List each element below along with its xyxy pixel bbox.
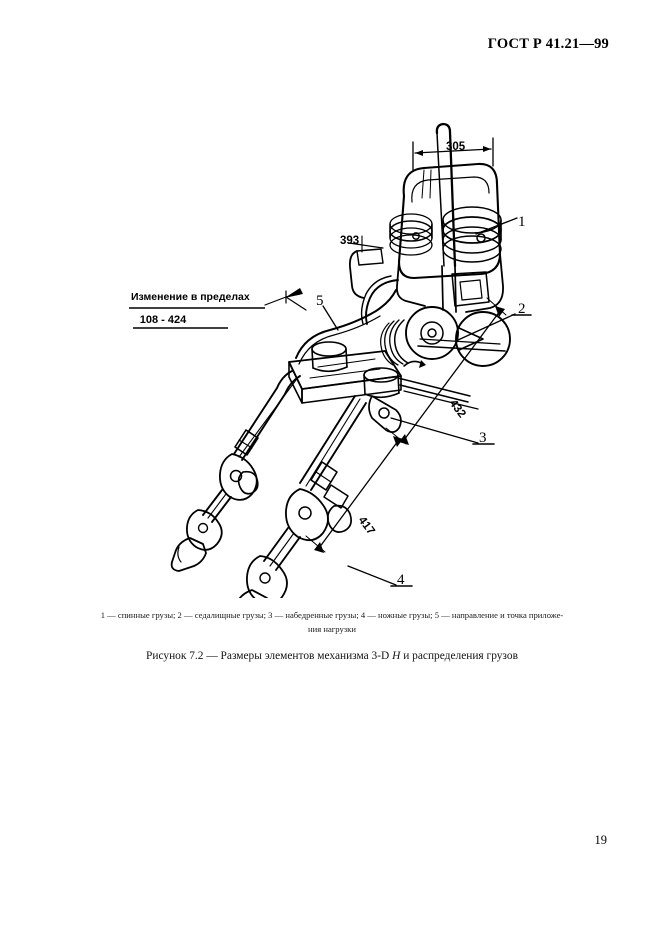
dim-seat-offset-geometry <box>348 235 384 253</box>
leader-3 <box>390 417 479 444</box>
leader-1 <box>475 217 518 235</box>
back-probe-rod-inner <box>436 132 445 267</box>
knee-bracket-right <box>323 484 349 509</box>
callout-5-label: 5 <box>316 293 324 309</box>
back-weight-stack-right <box>442 206 502 263</box>
leader-5 <box>322 305 339 331</box>
hip-pivot-knuckle <box>368 395 402 433</box>
page-number: 19 <box>594 833 608 847</box>
hip-disc-assembly <box>380 306 511 367</box>
callout-3-label: 3 <box>479 430 487 446</box>
seat-weight-cylinder-left <box>311 341 348 373</box>
figure-legend: 1 — спинные грузы; 2 — седалищные грузы;… <box>58 608 606 636</box>
leader-4 <box>347 565 397 586</box>
torso-plate-window <box>459 279 483 301</box>
shoulder-arm-edge <box>360 275 392 325</box>
load-direction-cable <box>295 289 397 359</box>
dim-back-width-label: 305 <box>446 141 466 153</box>
seat-pan-front-side <box>301 375 402 404</box>
leader-2 <box>457 313 516 341</box>
ankle-left <box>186 509 223 551</box>
dim-leg-length-label: 417 <box>356 515 377 538</box>
torso-bracket-left <box>396 261 426 307</box>
foot-left <box>170 537 207 572</box>
figure-drawing: 305 393 4 3 2 417 Изменение в пределах 108… <box>0 58 661 598</box>
legend-line-1: 1 — спинные грузы; 2 — седалищные грузы;… <box>100 610 564 620</box>
callout-2-label: 2 <box>518 301 526 317</box>
figure-caption: Рисунок 7.2 — Размеры элементов механизм… <box>58 648 606 664</box>
figure-caption-prefix: Рисунок 7.2 — Размеры элементов механизм… <box>146 650 393 662</box>
upper-link-plate <box>356 248 384 266</box>
leg-left <box>170 370 301 572</box>
back-probe-rod <box>435 122 457 268</box>
annotation-range: 108 - 424 <box>140 314 187 326</box>
figure-caption-italic: H <box>392 650 401 662</box>
ankle-right <box>246 555 288 598</box>
legend-line-2: ния нагрузки <box>308 624 356 634</box>
callout-4-label: 4 <box>397 572 405 588</box>
torso-plate <box>451 271 490 307</box>
back-weight-stack-left <box>389 213 433 256</box>
knee-joint-left <box>219 453 258 501</box>
annotation-leader <box>264 288 307 311</box>
thigh-weight-right <box>310 461 338 491</box>
annotation-title: Изменение в пределах <box>131 291 250 303</box>
leg-right <box>238 395 367 598</box>
dim-leg-length-geometry <box>305 436 403 553</box>
knee-hook-left <box>237 470 259 495</box>
standard-header: ГОСТ Р 41.21—99 <box>487 36 609 52</box>
load-direction-cable-inner <box>298 315 381 365</box>
upper-link <box>348 250 365 299</box>
figure-caption-suffix: и распределения грузов <box>400 650 518 662</box>
dim-seat-offset-label: 393 <box>340 235 359 247</box>
torso-bracket-right <box>465 253 504 313</box>
dim-thigh-length-geometry <box>385 297 507 445</box>
thigh-weight-left <box>234 429 259 456</box>
mechanism-3dh-drawing: 305 393 4 3 2 417 Изменение в пределах 108… <box>129 122 532 598</box>
dim-back-width-geometry <box>412 137 494 199</box>
callout-1-label: 1 <box>518 214 526 230</box>
knee-joint-right <box>285 488 329 542</box>
seat-cross-bar <box>397 377 471 403</box>
